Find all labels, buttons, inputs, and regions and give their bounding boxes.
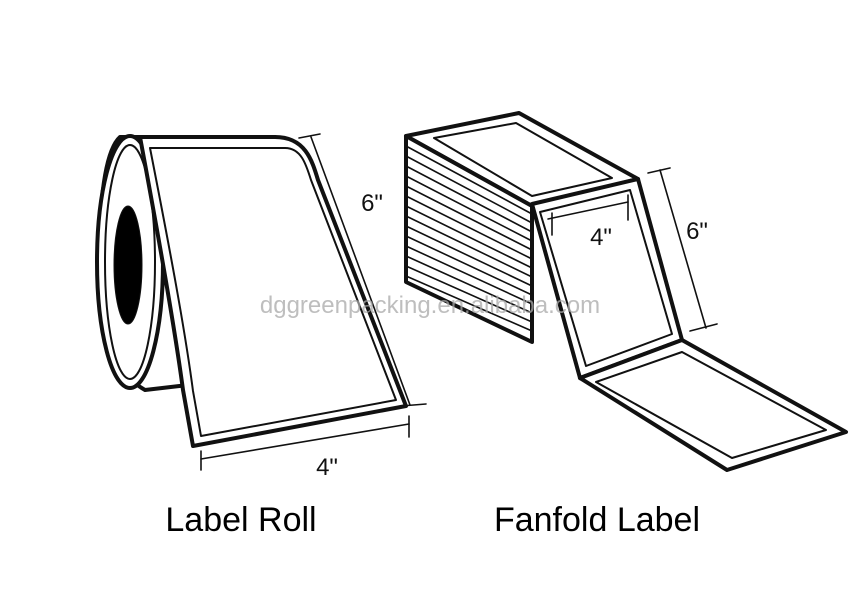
roll-width-dimension-line [200, 423, 410, 460]
roll-core [113, 205, 143, 325]
fanfold-label-illustration [404, 111, 848, 472]
watermark-text: dggreenpacking.en.alibaba.com [260, 292, 600, 319]
roll-label-inner-border [149, 147, 397, 437]
stack-layers [405, 145, 533, 332]
fanfold-width-label: 4" [590, 224, 612, 251]
roll-height-dimension-line [310, 136, 411, 406]
stack-top-inner [433, 122, 613, 197]
roll-height-tick-top [298, 133, 321, 139]
fanfold-height-label: 6" [686, 218, 708, 245]
label-roll-caption: Label Roll [165, 501, 316, 539]
fanfold-height-tick-top [647, 167, 671, 174]
fanfold-height-dimension-line [659, 169, 707, 329]
fanfold-width-dimension-line [547, 201, 629, 220]
roll-width-label: 4" [316, 454, 338, 481]
roll-height-label: 6" [361, 190, 383, 217]
fanfold-unfolded-label-inner [595, 351, 827, 459]
roll-height-tick-bottom [400, 403, 427, 407]
fanfold-label-caption: Fanfold Label [494, 501, 700, 539]
fanfold-front-label-inner [539, 189, 673, 367]
roll-rim-inner [104, 144, 156, 380]
fanfold-height-tick-bottom [689, 323, 718, 332]
label-roll-illustration [95, 133, 427, 471]
